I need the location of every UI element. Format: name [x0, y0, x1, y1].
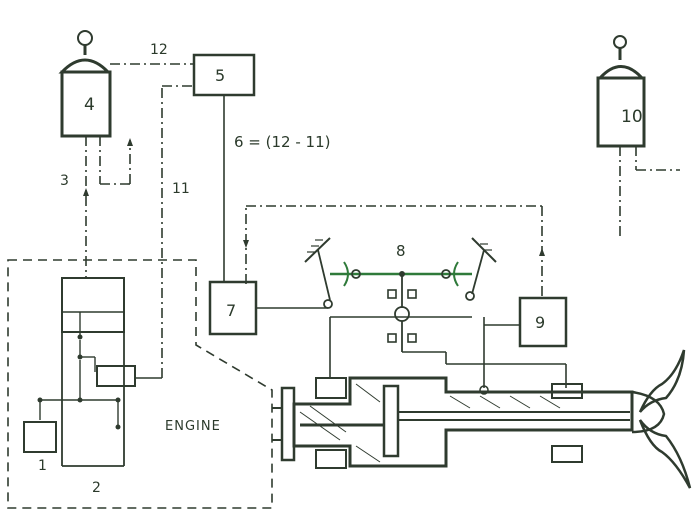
- label-8: 8: [396, 242, 406, 260]
- label-11: 11: [172, 181, 190, 197]
- lever-unit-10: [596, 35, 680, 240]
- sensor-block-9: [518, 296, 568, 348]
- label-10: 10: [621, 107, 643, 127]
- label-6: 6 = (12 - 11): [234, 133, 330, 151]
- label-2: 2: [92, 480, 101, 496]
- differential-linkage-8: [304, 237, 567, 395]
- label-1: 1: [38, 458, 47, 474]
- label-3: 3: [60, 173, 69, 189]
- signal-line-3: [83, 136, 89, 278]
- engine-label: ENGINE: [165, 419, 221, 434]
- label-5: 5: [215, 66, 225, 85]
- engine-governor: [23, 277, 136, 467]
- propeller: [631, 349, 692, 489]
- feedback-loop-9-7: [243, 205, 545, 298]
- engine-enclosure: [7, 259, 273, 509]
- label-7: 7: [226, 301, 236, 320]
- label-4: 4: [84, 95, 95, 115]
- feedback-loop-4: [99, 136, 133, 185]
- lever-unit-4: [58, 30, 112, 138]
- label-9: 9: [535, 313, 545, 332]
- label-12: 12: [150, 42, 168, 58]
- pitch-cylinder: [272, 376, 634, 469]
- signal-line-11: [135, 85, 194, 379]
